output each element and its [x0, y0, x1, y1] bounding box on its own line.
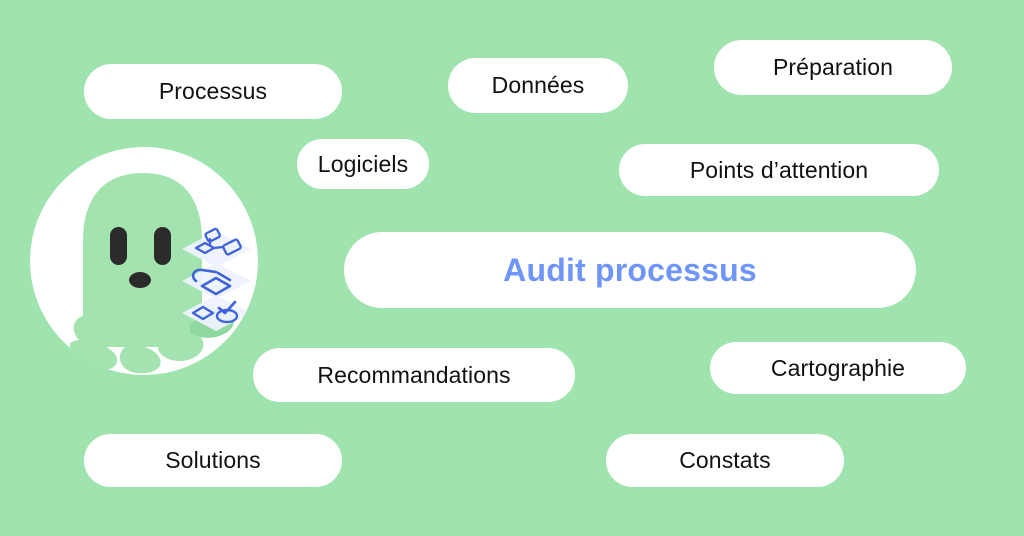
diagram-card-bottom [182, 295, 251, 331]
mascot-droplet [90, 344, 104, 360]
tag-label: Constats [679, 447, 771, 473]
mascot-nose [129, 272, 151, 288]
mascot-eye-right [154, 227, 171, 265]
main-title-card[interactable]: Audit processus [344, 232, 916, 308]
tag-preparation[interactable]: Préparation [714, 40, 952, 95]
page-title: Audit processus [503, 251, 757, 288]
tag-label: Points d’attention [689, 156, 869, 183]
tag-constats[interactable]: Constats [606, 434, 844, 487]
diagram-card-top [182, 227, 251, 267]
tag-recommandations[interactable]: Recommandations [253, 348, 575, 402]
mascot-drip-right [157, 331, 204, 361]
tag-solutions[interactable]: Solutions [84, 434, 342, 487]
tag-cartographie[interactable]: Cartographie [710, 342, 966, 394]
tag-label: Cartographie [770, 354, 906, 381]
tag-label: Processus [158, 78, 268, 104]
tag-label: Solutions [165, 447, 261, 473]
tag-label: Préparation [772, 54, 893, 80]
tag-points-dattention[interactable]: Points d’attention [619, 144, 939, 196]
tag-label: Recommandations [317, 361, 511, 388]
tag-label: Données [491, 72, 585, 98]
mascot-eye-left [110, 227, 127, 265]
mascot-body [83, 173, 202, 347]
mascot-drip-center [119, 345, 161, 374]
tag-label: Logiciels [317, 150, 409, 177]
mascot-drip-left-small [73, 314, 99, 344]
tag-logiciels[interactable]: Logiciels [297, 139, 429, 189]
tag-processus[interactable]: Processus [84, 64, 342, 119]
tag-donnees[interactable]: Données [448, 58, 628, 113]
mascot-illustration [30, 147, 258, 375]
diagram-card-middle [182, 263, 251, 299]
